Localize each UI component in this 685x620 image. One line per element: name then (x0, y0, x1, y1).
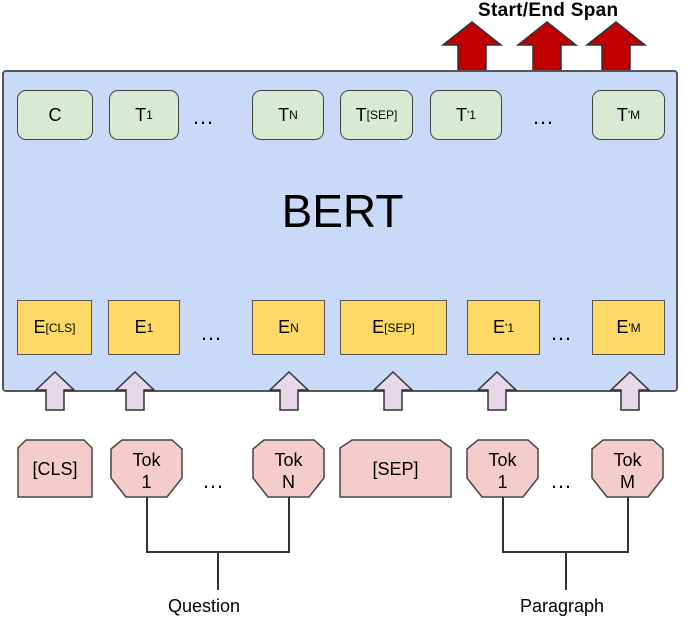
input-shape-tokn (252, 439, 325, 498)
input-sep: [SEP] (340, 440, 451, 497)
up-arrow-tok1 (114, 370, 156, 411)
input-ellipsis-2: … (550, 468, 574, 493)
input-sep-label: [SEP] (372, 459, 419, 479)
up-arrow-tokpm (609, 370, 651, 411)
output-ellipsis-1: … (192, 104, 216, 129)
output-tsep: T[SEP] (340, 90, 413, 140)
question-bracket (146, 497, 290, 553)
paragraph-bracket (502, 497, 629, 553)
embedding-ellipsis-1: … (200, 320, 224, 345)
input-tokp1-word: Tok (488, 450, 517, 470)
output-tprime-m: T'M (592, 90, 665, 140)
output-tprime-1: T'1 (430, 90, 502, 140)
input-tokp1: Tok 1 (467, 440, 538, 497)
input-tok1-word: Tok (132, 450, 161, 470)
input-ellipsis-1: … (202, 468, 226, 493)
bert-label: BERT (281, 185, 404, 237)
input-tok1-index: 1 (141, 472, 152, 492)
up-arrow-tokp1 (476, 370, 518, 411)
question-label: Question (168, 596, 241, 616)
input-tokpm-word: Tok (613, 450, 642, 470)
input-shape-tok1 (110, 439, 183, 498)
embedding-cls: E[CLS] (17, 300, 92, 355)
embedding-sep: E[SEP] (340, 300, 447, 355)
output-arrow-2 (515, 21, 579, 71)
input-tokp1-index: 1 (497, 472, 508, 492)
input-shape-tokp1 (466, 439, 539, 498)
input-tokn-word: Tok (274, 450, 303, 470)
input-tokpm: Tok M (592, 440, 663, 497)
input-tokn-index: N (282, 472, 295, 492)
input-tok1: Tok 1 (111, 440, 182, 497)
input-tokpm-index: M (620, 472, 635, 492)
output-arrow-1 (440, 21, 504, 71)
input-shape-cls (17, 439, 93, 498)
input-cls: [CLS] (18, 440, 92, 497)
embedding-eprime-m: E'M (592, 300, 665, 355)
embedding-ellipsis-2: … (550, 320, 574, 345)
input-tokn: Tok N (253, 440, 324, 497)
input-shape-tokpm (591, 439, 664, 498)
span-title: Start/End Span (478, 0, 619, 21)
paragraph-label: Paragraph (520, 596, 605, 616)
output-c: C (17, 90, 93, 140)
up-arrow-sep (372, 370, 414, 411)
embedding-eprime-1: E'1 (467, 300, 540, 355)
output-arrow-3 (584, 21, 648, 71)
output-ellipsis-2: … (532, 104, 556, 129)
up-arrow-tokn (268, 370, 310, 411)
input-cls-label: [CLS] (32, 459, 78, 479)
input-shape-sep (339, 439, 452, 498)
up-arrow-cls (34, 370, 76, 411)
